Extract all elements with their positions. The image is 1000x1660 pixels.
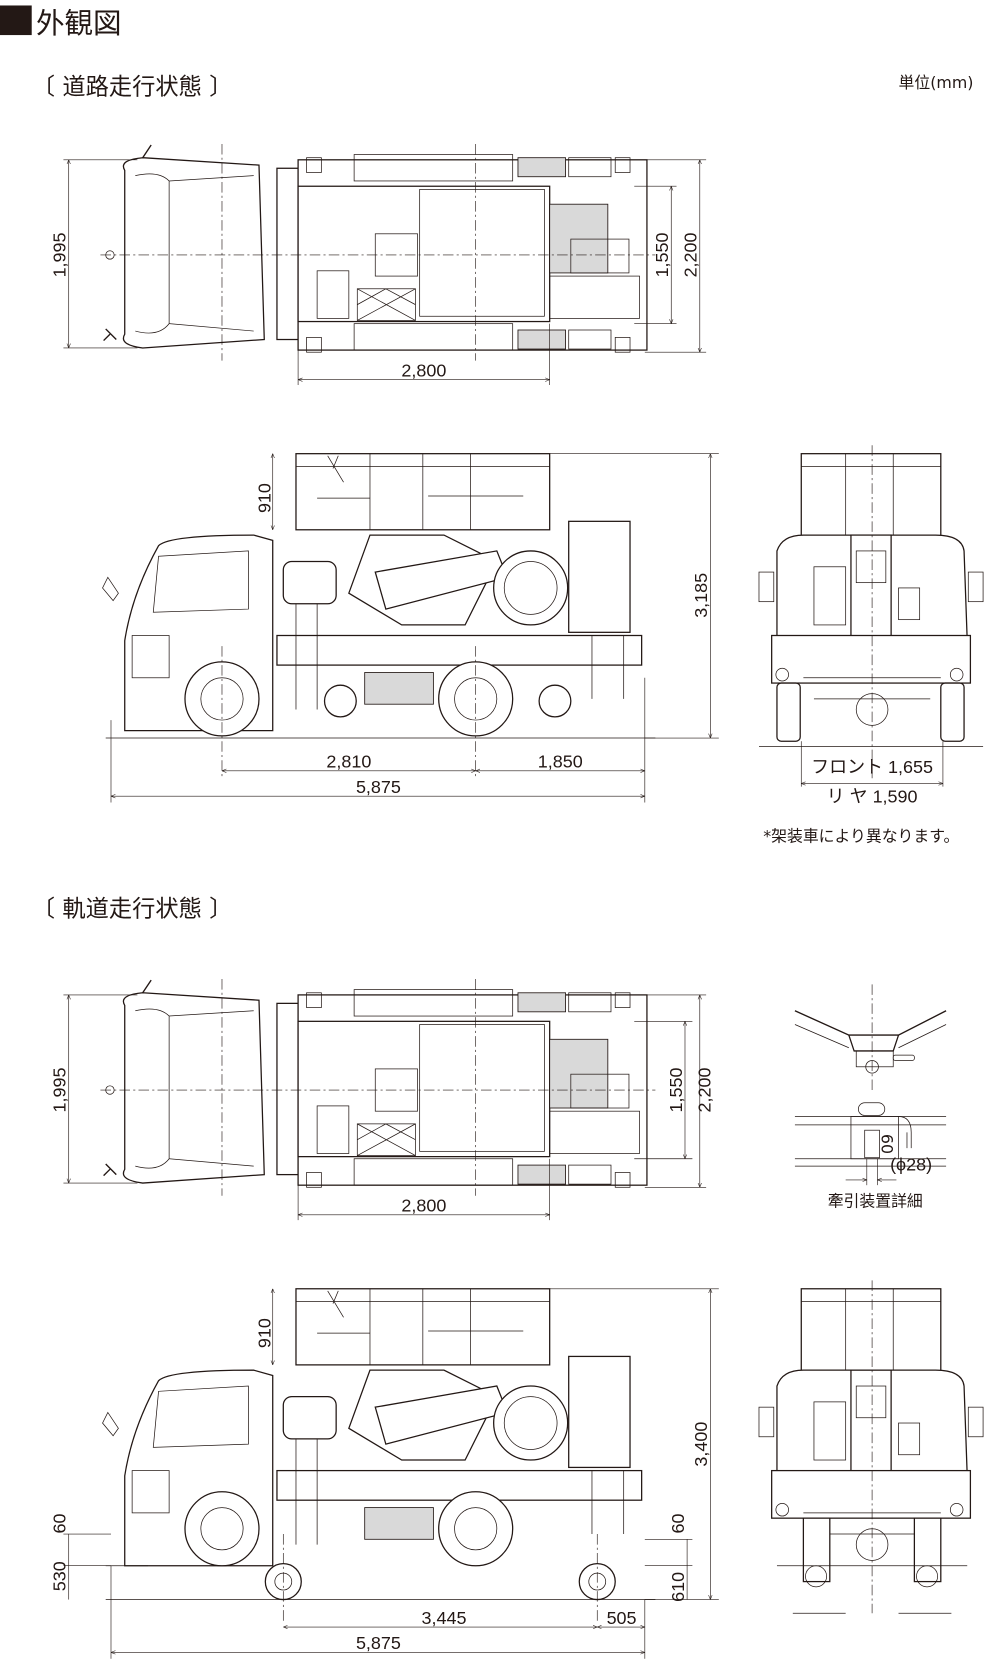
footnote: *架装車により異なります。 — [763, 827, 959, 846]
dim-coupler-diameter: (ϕ28) — [890, 1154, 932, 1174]
dim-basket: 910 — [255, 1318, 275, 1348]
road-side-dimensions: 910 3,185 2,810 1,850 5,875 — [110, 453, 719, 803]
dim-length: 2,800 — [401, 1196, 446, 1216]
road-top-view — [99, 143, 657, 362]
dim-length: 2,800 — [401, 361, 446, 381]
road-rear-view — [758, 444, 984, 779]
rail-side-view — [101, 1288, 656, 1624]
coupler-caption: 牽引装置詳細 — [828, 1191, 923, 1210]
dim-height: 3,185 — [691, 573, 711, 618]
road-rear-dimensions: フロント 1,655 リ ヤ 1,590 *架装車により異なります。 — [763, 741, 959, 846]
road-side-view — [101, 453, 656, 779]
dim-outer-width: 2,200 — [694, 1068, 714, 1113]
rail-top-view — [99, 978, 657, 1197]
dim-front-rail: 530 — [50, 1561, 70, 1591]
dim-rear-tread: リ ヤ 1,590 — [827, 787, 918, 807]
rail-top-dimensions: 1,995 2,800 1,550 2,200 — [50, 994, 714, 1221]
dim-coupler-size: 60 — [878, 1134, 897, 1154]
unit-label: 単位(mm) — [899, 73, 974, 92]
dim-overall-length: 5,875 — [356, 777, 401, 797]
dim-overall-length: 5,875 — [356, 1633, 401, 1653]
dim-rear-overhang: 1,850 — [538, 752, 583, 772]
rail-rear-view — [758, 1279, 984, 1614]
dim-outer-width: 2,200 — [681, 232, 701, 277]
dim-width: 1,995 — [50, 232, 70, 277]
dim-basket: 910 — [255, 483, 275, 513]
dim-front-gap: 60 — [50, 1513, 70, 1533]
road-top-dimensions: 1,995 2,800 1,550 2,200 — [50, 159, 707, 385]
dim-height: 3,400 — [691, 1422, 711, 1467]
dim-rear-gap: 60 — [668, 1513, 688, 1533]
rail-side-dimensions: 910 3,400 60 530 60 610 3,445 505 5,875 — [50, 1288, 719, 1659]
page-title: 外観図 — [36, 7, 122, 40]
dim-rear-overhang: 505 — [607, 1608, 637, 1628]
road-heading: 〔 道路走行状態 〕 — [32, 73, 233, 100]
dim-guide-wheelbase: 3,445 — [421, 1608, 466, 1628]
title-square-icon — [0, 5, 32, 36]
dim-inner-width: 1,550 — [652, 232, 672, 277]
dim-rear-rail: 610 — [668, 1572, 688, 1602]
dim-width: 1,995 — [50, 1068, 70, 1113]
rail-heading: 〔 軌道走行状態 〕 — [32, 896, 233, 923]
dim-wheelbase: 2,810 — [326, 752, 371, 772]
dim-front-tread: フロント 1,655 — [811, 757, 933, 777]
coupler-detail: 60 (ϕ28) 牽引装置詳細 — [794, 984, 947, 1210]
dim-inner-width: 1,550 — [666, 1068, 686, 1113]
